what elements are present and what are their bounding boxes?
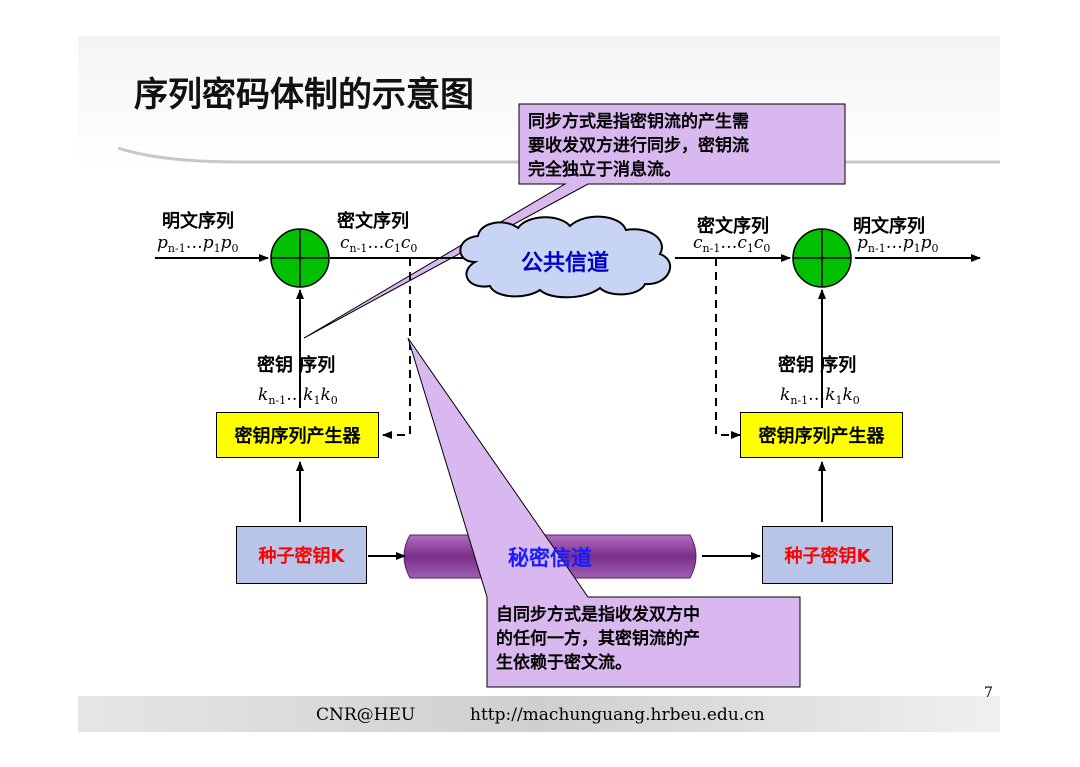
keystream-seq-left-formula: kn-1…k1k0 (258, 385, 338, 407)
callout-selfsync-text: 自同步方式是指收发双方中 的任何一方，其密钥流的产 生依赖于密文流。 (496, 605, 700, 673)
footer-url-text: http://machunguang.hrbeu.edu.cn (470, 705, 765, 725)
right-keystream-generator: 密钥序列产生器 (740, 412, 903, 458)
callout-selfsync-bubble (407, 337, 801, 688)
page-number: 7 (984, 685, 993, 701)
left-ciphertext-label: 密文序列 (337, 211, 409, 232)
left-keystream-label: 密钥 序列 (257, 355, 336, 376)
callout-sync-bubble (303, 103, 846, 339)
xor-right-icon (792, 228, 852, 288)
feedback-left-dashed (382, 258, 411, 439)
right-plaintext-label: 明文序列 (853, 216, 925, 237)
xor-left-icon (270, 228, 330, 288)
callout-sync-text: 同步方式是指密钥流的产生需 要收发双方进行同步，密钥流 完全独立于消息流。 (528, 112, 749, 180)
footer-left-text: CNR@HEU (316, 705, 415, 725)
left-plaintext-label: 明文序列 (162, 211, 234, 232)
right-ciphertext-label: 密文序列 (697, 216, 769, 237)
secret-channel-label: 秘密信道 (508, 546, 592, 570)
right-seed-key-box: 种子密钥K (762, 526, 893, 584)
right-keystream-label: 密钥 序列 (778, 355, 857, 376)
public-channel-cloud (459, 215, 672, 299)
header-curve (117, 146, 1000, 164)
keystream-seq-right-formula: kn-1…k1k0 (780, 385, 860, 407)
feedback-right-dashed (715, 258, 741, 439)
left-keystream-generator: 密钥序列产生器 (216, 412, 379, 458)
plaintext-seq-left-formula: pn-1…p1p0 (157, 233, 238, 255)
slide-title: 序列密码体制的示意图 (134, 75, 474, 115)
footer-band (78, 696, 1000, 732)
public-channel-label: 公共信道 (520, 251, 609, 276)
left-seed-key-box: 种子密钥K (236, 526, 367, 584)
ciphertext-seq-left-formula: cn-1…c1c0 (340, 233, 417, 255)
